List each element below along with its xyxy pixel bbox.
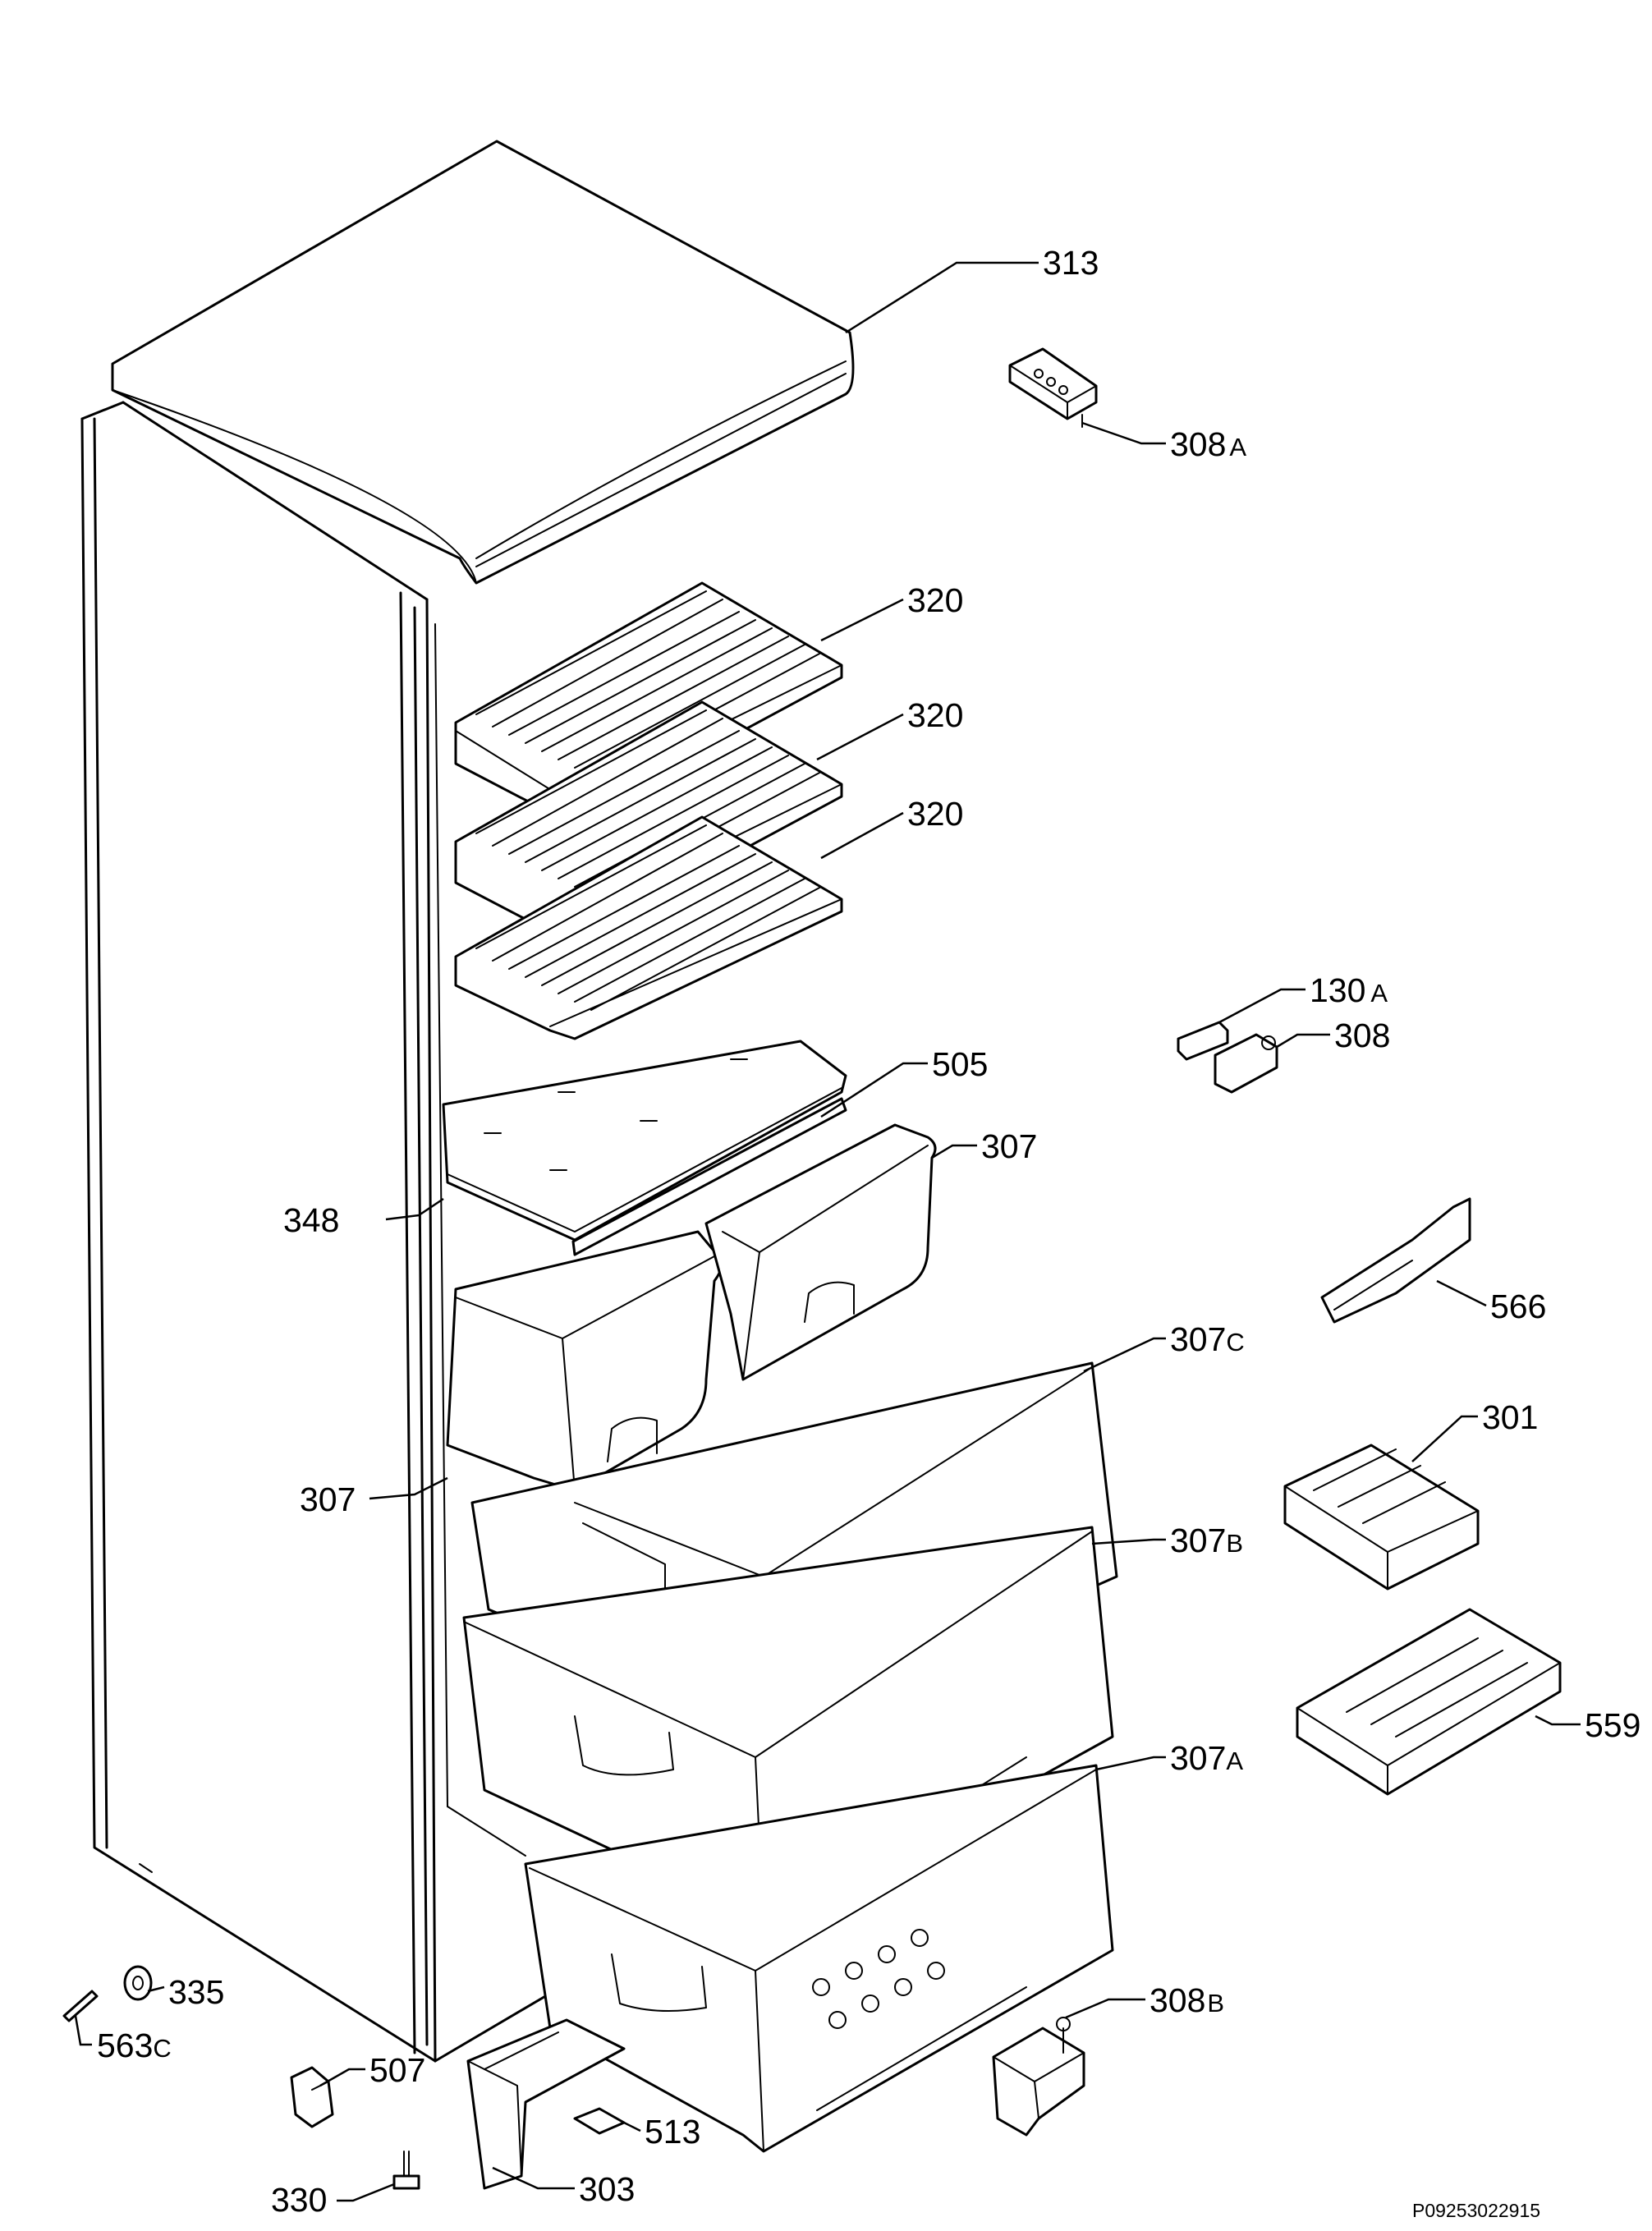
part-320-shelf-bottom xyxy=(454,815,843,1040)
label-303: 303 xyxy=(579,2170,635,2208)
label-307b: 307B xyxy=(1170,1522,1243,1559)
part-348-glass-shelf xyxy=(442,1040,847,1242)
part-303-plinth xyxy=(466,2018,626,2190)
part-308b-bottom-hinge xyxy=(992,2017,1085,2137)
label-320-bottom: 320 xyxy=(907,795,963,833)
part-507-clip xyxy=(290,2066,334,2128)
label-308b: 308B xyxy=(1150,1981,1224,2019)
label-559: 559 xyxy=(1585,1706,1641,1744)
part-563c-pin xyxy=(62,1990,99,2022)
part-307a-basket-bottom xyxy=(524,1764,1114,2153)
part-313-top-cover xyxy=(111,140,855,585)
label-330: 330 xyxy=(271,2181,327,2219)
part-566-scraper xyxy=(1320,1197,1471,1324)
label-307a: 307A xyxy=(1170,1739,1243,1777)
part-307-drawer-right xyxy=(704,1123,937,1381)
label-348: 348 xyxy=(283,1201,339,1239)
drawing-code: P09253022915 xyxy=(1412,2200,1540,2221)
part-335-roller xyxy=(123,1965,153,2001)
part-330-foot xyxy=(392,2151,420,2190)
cabinet-body xyxy=(80,401,576,2063)
part-308-middle-hinge xyxy=(1214,1033,1278,1094)
label-513: 513 xyxy=(645,2113,700,2151)
label-313: 313 xyxy=(1043,244,1099,282)
label-320-middle: 320 xyxy=(907,696,963,734)
label-566: 566 xyxy=(1490,1288,1546,1325)
label-307c: 307C xyxy=(1170,1320,1245,1358)
part-307-drawer-left xyxy=(446,1230,723,1492)
label-320-top: 320 xyxy=(907,581,963,619)
leader-lines xyxy=(74,261,1581,2202)
part-301-ice-tray xyxy=(1283,1444,1480,1591)
label-301: 301 xyxy=(1482,1398,1538,1436)
label-563c: 563C xyxy=(97,2027,172,2064)
part-308a-top-hinge xyxy=(1008,347,1098,428)
part-513-clip xyxy=(573,2107,626,2135)
label-505: 505 xyxy=(932,1045,988,1083)
part-505-glass-strip xyxy=(571,1097,847,1256)
label-307-left: 307 xyxy=(300,1480,356,1518)
label-335: 335 xyxy=(168,1973,224,2011)
label-307-top: 307 xyxy=(981,1127,1037,1165)
part-559-tray xyxy=(1296,1608,1562,1796)
label-308: 308 xyxy=(1334,1017,1390,1054)
label-507: 507 xyxy=(369,2051,425,2089)
